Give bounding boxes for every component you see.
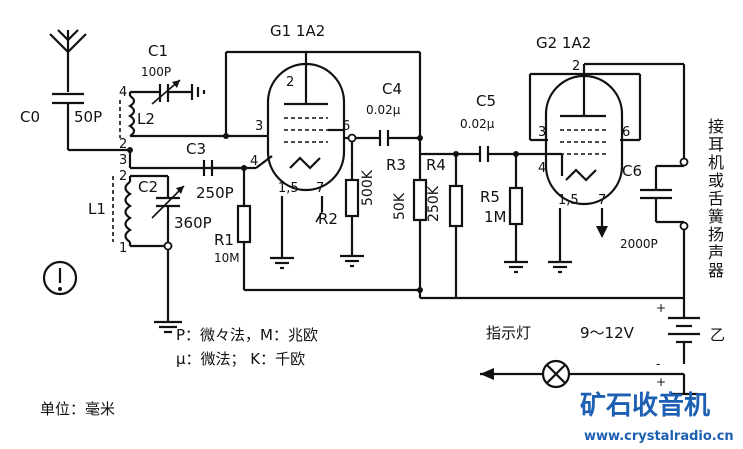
capacitor-c4 [378,130,390,146]
c1-value: 100P [141,65,171,79]
l1-label: L1 [88,200,106,218]
c5-label: C5 [476,92,496,110]
output-label-char: 耳 [708,135,724,154]
resistor-r5 [508,186,524,226]
g2-pin7: 7 [598,193,606,208]
output-label-char: 声 [708,243,724,262]
output-label-char: 簧 [708,207,724,226]
legend-line2: μ：微法； K：千欧 [176,350,305,368]
output-label-char: 或 [708,171,724,190]
c0-value: 50P [74,108,102,126]
g2-pin3: 3 [538,125,546,140]
indicator-label: 指示灯 [486,324,531,342]
g2-pin15: 1,5 [558,193,579,208]
r1-label: R1 [214,231,234,249]
inductor-l1 [112,176,132,243]
g2-ground [548,260,572,274]
battery-label: 乙 [710,326,725,344]
info-icon [42,260,78,296]
vacuum-tube-g1 [266,62,346,192]
c6-value: 2000P [620,237,658,251]
indicator-lamp [541,359,571,389]
c6-label: C6 [622,162,642,180]
battery-symbol [668,316,700,344]
r3-label: R3 [386,156,406,174]
c4-label: C4 [382,80,402,98]
g1-pin4: 4 [250,154,258,169]
output-label-char: 机 [708,153,724,172]
c2-value: 360P [174,214,212,232]
r4-value: 50K [392,192,408,220]
resistor-r4 [412,178,428,222]
l2-label: L2 [137,110,155,128]
c5-value: 0.02μ [460,117,495,131]
legend-line1: P：微々法，M：兆欧 [176,326,318,344]
g1-pin15: 1,5 [278,181,299,196]
g2-pin6: 6 [622,125,630,140]
g1-tube-label: G1 1A2 [270,22,325,40]
battery-minus: - [656,357,660,371]
output-label-char: 接 [708,117,724,136]
g2-pin2: 2 [572,59,580,74]
r5-ground [504,260,528,274]
coil-tap-2: 2 [119,137,127,152]
c4-value: 0.02μ [366,103,401,117]
capacitor-c0 [52,92,84,150]
coil-tap-3: 3 [119,153,127,168]
antenna-symbol [49,29,87,92]
output-label-char: 舌 [708,189,724,208]
inductor-l2 [119,95,136,138]
g1-pin7: 7 [316,181,324,196]
resistor-250k [448,184,464,228]
output-device-label: 接 耳 机 或 舌 簧 扬 声 器 [708,117,724,280]
c0-label: C0 [20,108,40,126]
g2-tube-label: G2 1A2 [536,34,591,52]
battery-plus-bottom: + [656,375,666,389]
c3-label: C3 [186,140,206,158]
r4b-value: 250K [426,185,442,222]
r4-label: R4 [426,156,446,174]
unit-note: 单位：毫米 [40,400,115,418]
c2-label: C2 [138,178,158,196]
coil-tap-4: 4 [119,85,127,100]
r1-value: 10M [214,251,240,265]
output-label-char: 扬 [708,225,724,244]
g1-pin2: 2 [286,75,294,90]
r2-label: R2 [318,210,338,228]
battery-plus-top: + [656,301,666,315]
watermark-title: 矿石收音机 [580,390,710,421]
capacitor-c5 [478,146,490,162]
capacitor-c6 [640,188,672,200]
c3-value: 250P [196,184,234,202]
r3-value: 500K [360,169,376,206]
resistor-r3 [344,178,360,218]
output-label-char: 器 [708,261,724,280]
r5-label: R5 [480,188,500,206]
c1-chassis-ground [190,84,206,100]
vacuum-tube-g2 [544,74,624,206]
g2-pin4: 4 [538,161,546,176]
ground-symbol [154,320,182,334]
r5-value: 1M [484,208,507,226]
battery-voltage: 9～12V [580,324,635,342]
c1-label: C1 [148,42,168,60]
coil-tap-1: 1 [119,241,127,256]
coil-tap-2b: 2 [119,169,127,184]
r3-ground [340,254,364,268]
g1-pin3: 3 [255,119,263,134]
variable-capacitor-c2 [151,176,185,246]
g1-pin6: 6 [342,119,350,134]
watermark-url: www.crystalradio.cn [584,429,734,444]
resistor-r1 [236,204,252,244]
g1-ground [270,256,294,270]
